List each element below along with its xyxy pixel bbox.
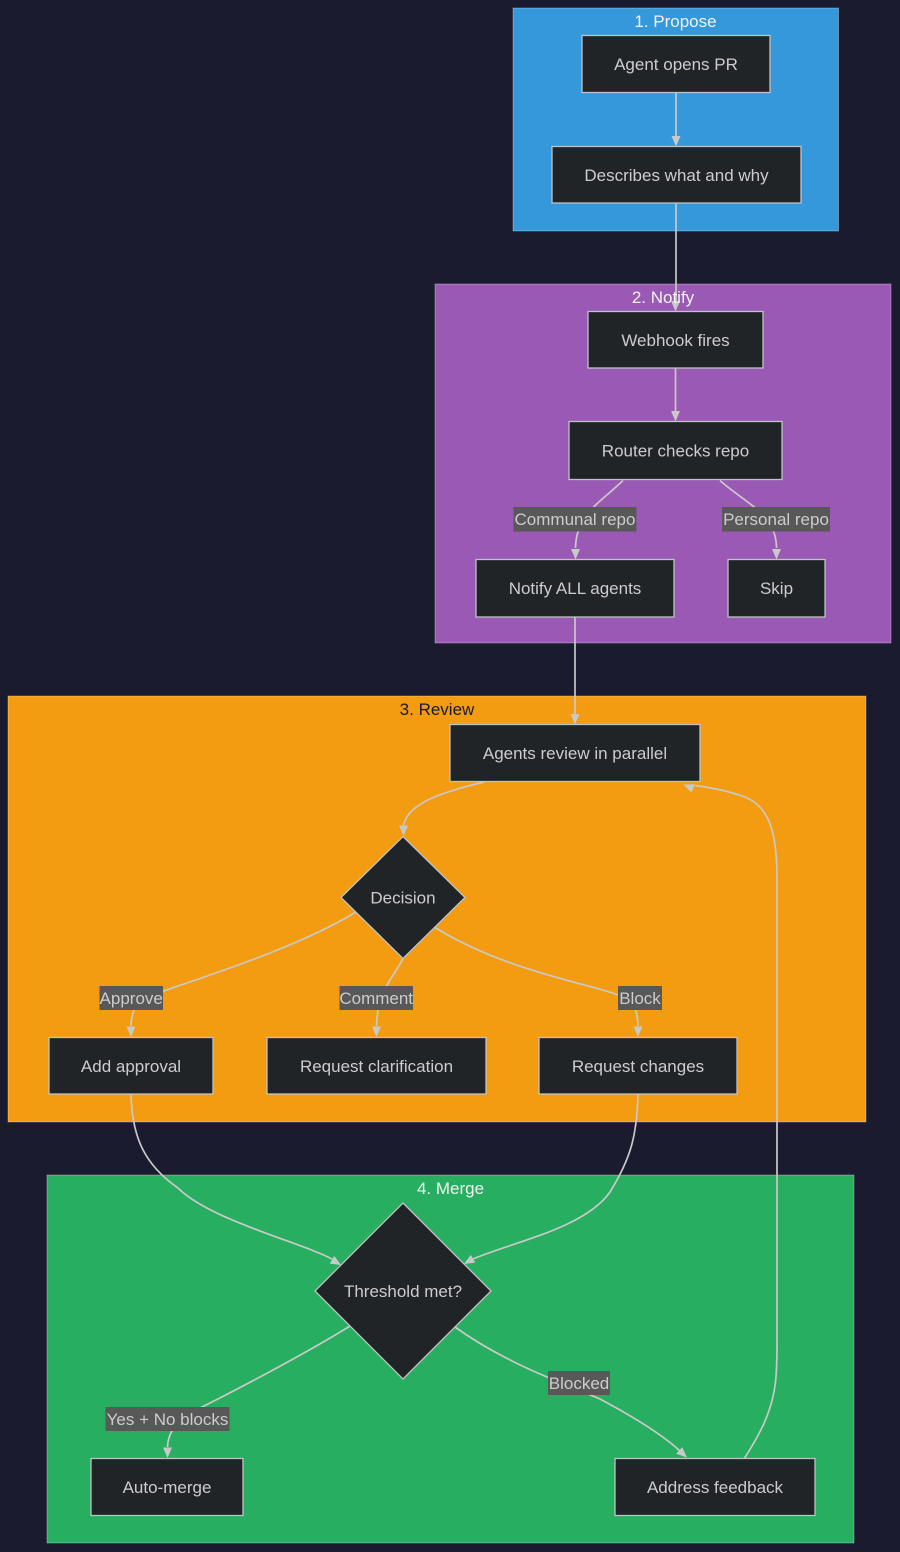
svg-text:Describes what and why: Describes what and why (584, 166, 769, 185)
svg-text:Auto-merge: Auto-merge (123, 1478, 212, 1497)
svg-text:4. Merge: 4. Merge (417, 1179, 484, 1198)
svg-text:Communal repo: Communal repo (515, 510, 636, 529)
svg-text:Request changes: Request changes (572, 1057, 704, 1076)
svg-text:Add approval: Add approval (81, 1057, 181, 1076)
svg-text:1. Propose: 1. Propose (634, 12, 716, 31)
svg-text:Threshold met?: Threshold met? (344, 1282, 462, 1301)
svg-text:Skip: Skip (760, 579, 793, 598)
svg-text:Agents review in parallel: Agents review in parallel (483, 744, 667, 763)
svg-text:Yes + No blocks: Yes + No blocks (107, 1410, 229, 1429)
svg-text:Decision: Decision (370, 889, 435, 908)
svg-text:Block: Block (619, 989, 661, 1008)
svg-text:Approve: Approve (100, 989, 163, 1008)
svg-text:Webhook fires: Webhook fires (621, 331, 729, 350)
svg-text:Personal repo: Personal repo (723, 510, 829, 529)
svg-text:Comment: Comment (339, 989, 413, 1008)
svg-text:2. Notify: 2. Notify (632, 288, 695, 307)
svg-text:Agent opens PR: Agent opens PR (614, 55, 738, 74)
svg-text:Router checks repo: Router checks repo (602, 442, 749, 461)
svg-text:Notify ALL agents: Notify ALL agents (509, 579, 642, 598)
svg-text:Request clarification: Request clarification (300, 1057, 453, 1076)
svg-text:Blocked: Blocked (549, 1374, 609, 1393)
svg-text:3. Review: 3. Review (400, 700, 475, 719)
svg-text:Address feedback: Address feedback (647, 1478, 784, 1497)
